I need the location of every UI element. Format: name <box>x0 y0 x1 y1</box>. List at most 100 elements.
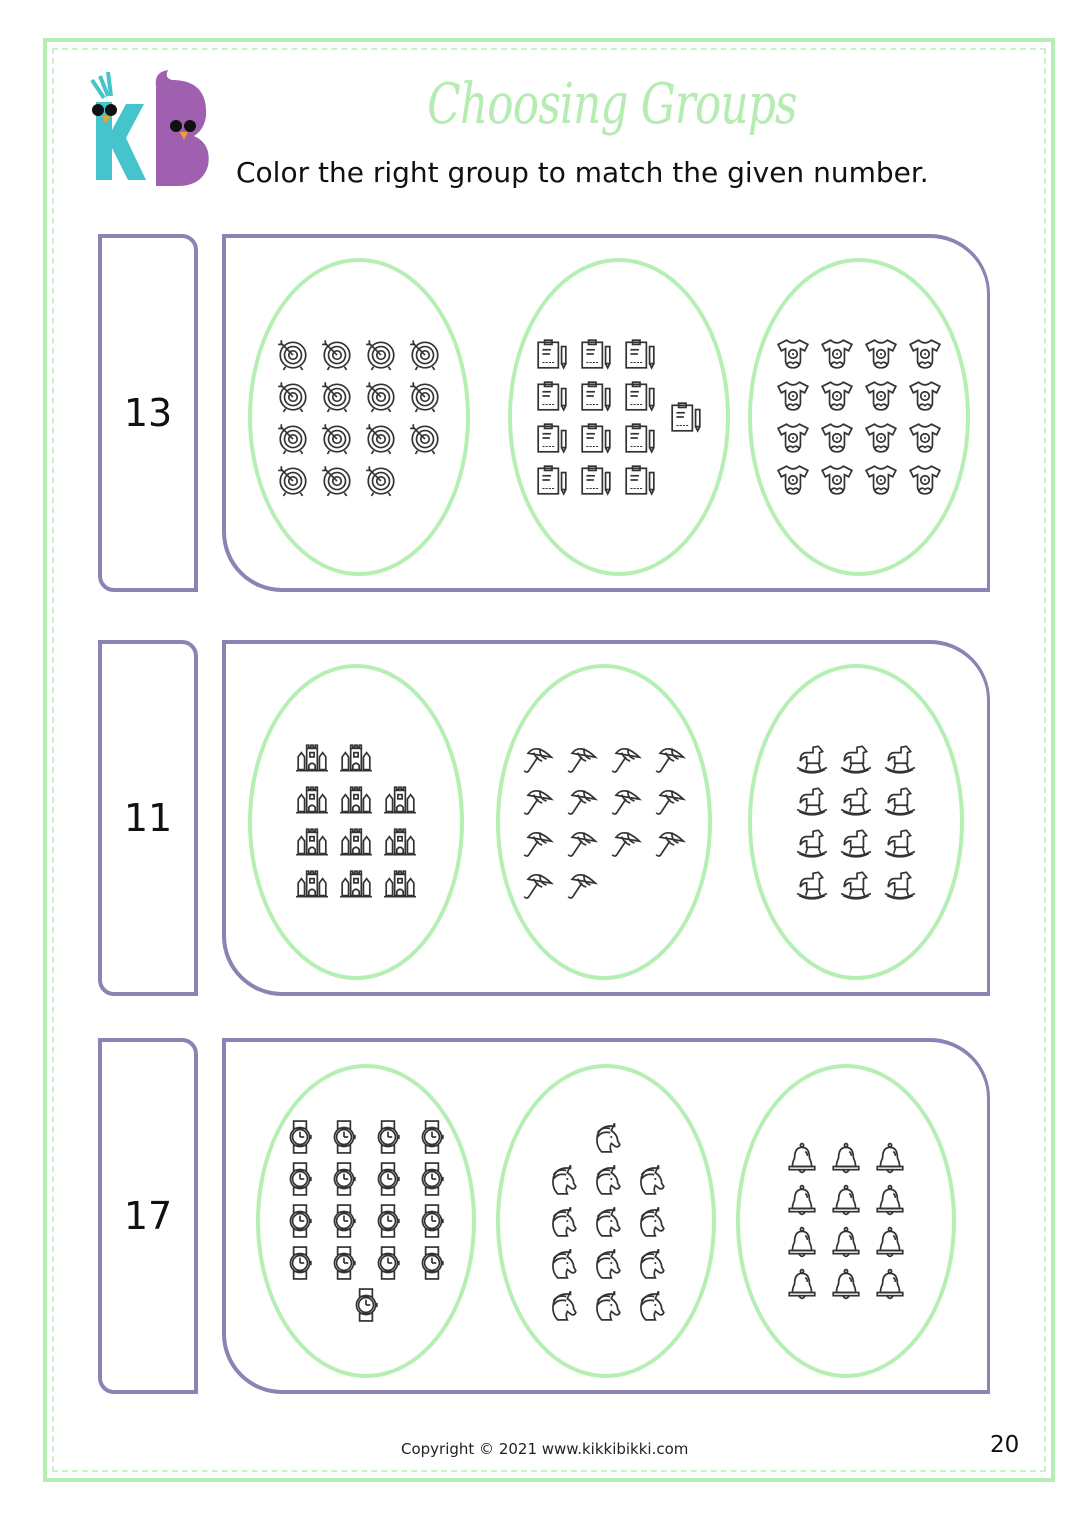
group-option-castles[interactable] <box>248 664 464 980</box>
watch-icon <box>371 1246 405 1280</box>
unicorn-icon <box>633 1204 667 1238</box>
group-option-rocking-horses[interactable] <box>748 664 964 980</box>
clipboard-icon <box>623 421 657 455</box>
icon-group <box>535 337 657 497</box>
target-icon <box>364 337 398 371</box>
watch-icon <box>283 1162 317 1196</box>
kb-logo <box>78 66 218 186</box>
watch-icon <box>349 1288 383 1322</box>
castle-icon <box>339 826 373 860</box>
watch-icon <box>415 1120 449 1154</box>
clipboard-icon <box>579 379 613 413</box>
onesie-icon <box>908 379 942 413</box>
umbrella-icon <box>653 742 687 776</box>
rocking-horse-icon <box>839 868 873 902</box>
group-option-umbrellas[interactable] <box>496 664 712 980</box>
target-number: 17 <box>123 1194 173 1238</box>
icon-group <box>776 337 942 497</box>
target-icon <box>408 379 442 413</box>
target-number-box: 11 <box>98 640 198 996</box>
watch-icon <box>327 1204 361 1238</box>
target-number: 13 <box>123 391 173 435</box>
rocking-horse-icon <box>883 826 917 860</box>
target-icon <box>320 337 354 371</box>
watch-icon <box>327 1120 361 1154</box>
target-number-box: 17 <box>98 1038 198 1394</box>
unicorn-icon <box>589 1288 623 1322</box>
icon-group <box>785 1141 907 1301</box>
watch-icon <box>415 1204 449 1238</box>
rocking-horse-icon <box>795 826 829 860</box>
target-icon <box>364 379 398 413</box>
page-title: Choosing Groups <box>427 72 797 137</box>
onesie-icon <box>776 337 810 371</box>
onesie-icon <box>864 379 898 413</box>
clipboard-icon <box>669 400 703 434</box>
umbrella-icon <box>609 742 643 776</box>
target-number-box: 13 <box>98 234 198 592</box>
unicorn-icon <box>633 1162 667 1196</box>
rocking-horse-icon <box>795 742 829 776</box>
unicorn-icon <box>589 1120 623 1154</box>
onesie-icon <box>776 463 810 497</box>
unicorn-icon <box>545 1246 579 1280</box>
bell-icon <box>785 1141 819 1175</box>
bell-icon <box>873 1183 907 1217</box>
watch-icon <box>283 1120 317 1154</box>
umbrella-icon <box>565 868 599 902</box>
onesie-icon <box>820 421 854 455</box>
umbrella-icon <box>521 826 555 860</box>
castle-icon <box>383 784 417 818</box>
group-option-bells[interactable] <box>736 1064 956 1378</box>
bell-icon <box>829 1141 863 1175</box>
castle-icon <box>339 742 373 776</box>
clipboard-icon <box>535 337 569 371</box>
bell-icon <box>873 1141 907 1175</box>
rocking-horse-icon <box>839 742 873 776</box>
rocking-horse-icon <box>883 868 917 902</box>
target-icon <box>320 421 354 455</box>
rocking-horse-icon <box>883 742 917 776</box>
group-option-watches[interactable] <box>256 1064 476 1378</box>
bell-icon <box>829 1267 863 1301</box>
target-icon <box>276 379 310 413</box>
watch-icon <box>415 1246 449 1280</box>
watch-icon <box>371 1162 405 1196</box>
target-icon <box>364 463 398 497</box>
group-option-clipboards[interactable] <box>508 258 730 576</box>
group-option-targets[interactable] <box>248 258 470 576</box>
rocking-horse-icon <box>839 826 873 860</box>
instructions: Color the right group to match the given… <box>236 156 929 189</box>
group-option-onesies[interactable] <box>748 258 970 576</box>
target-icon <box>408 337 442 371</box>
umbrella-icon <box>565 742 599 776</box>
umbrella-icon <box>521 868 555 902</box>
onesie-icon <box>776 421 810 455</box>
umbrella-icon <box>565 826 599 860</box>
clipboard-icon <box>579 463 613 497</box>
rocking-horse-icon <box>839 784 873 818</box>
rocking-horse-icon <box>795 784 829 818</box>
castle-icon <box>383 868 417 902</box>
rocking-horse-icon <box>795 868 829 902</box>
clipboard-icon <box>535 421 569 455</box>
target-icon <box>276 337 310 371</box>
umbrella-icon <box>653 826 687 860</box>
unicorn-icon <box>545 1162 579 1196</box>
icon-group <box>795 742 917 902</box>
groups-panel <box>222 640 990 996</box>
group-option-unicorns[interactable] <box>496 1064 716 1378</box>
onesie-icon <box>820 379 854 413</box>
groups-panel <box>222 1038 990 1394</box>
bell-icon <box>785 1267 819 1301</box>
onesie-icon <box>908 337 942 371</box>
icon-group <box>276 337 442 497</box>
watch-icon <box>327 1246 361 1280</box>
clipboard-icon <box>535 379 569 413</box>
umbrella-icon <box>609 826 643 860</box>
icon-group <box>283 1120 449 1322</box>
target-number: 11 <box>123 796 173 840</box>
clipboard-icon <box>579 421 613 455</box>
unicorn-icon <box>633 1246 667 1280</box>
target-icon <box>408 421 442 455</box>
